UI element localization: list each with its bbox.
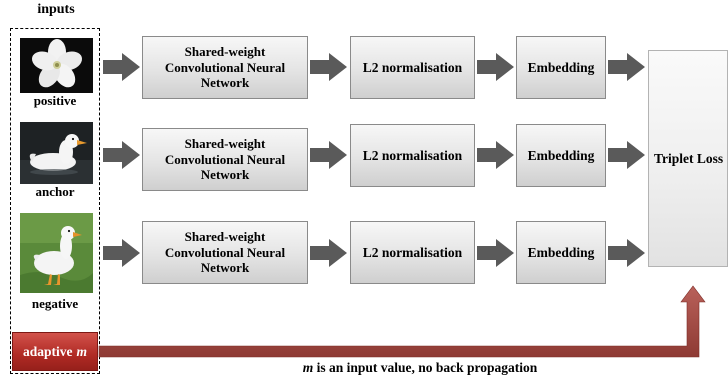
cnn-box-anchor: Shared-weight Convolutional Neural Netwo… <box>142 128 308 191</box>
anchor-image <box>20 122 93 184</box>
margin-note-variable: m <box>302 360 314 375</box>
l2-norm-box-negative: L2 normalisation <box>350 221 475 284</box>
margin-arrow-icon <box>98 285 706 358</box>
cnn-line-3: Network <box>200 167 250 183</box>
cnn-line-1: Shared-weight <box>184 229 266 245</box>
anchor-label: anchor <box>35 184 75 199</box>
l2-norm-label: L2 normalisation <box>362 244 463 260</box>
cnn-box-positive: Shared-weight Convolutional Neural Netwo… <box>142 36 308 99</box>
negative-label: negative <box>31 296 79 311</box>
inputs-group-frame <box>10 28 100 374</box>
cnn-line-3: Network <box>200 75 250 91</box>
negative-image <box>20 213 93 293</box>
arrow-right-icon <box>310 239 347 267</box>
arrow-right-icon <box>103 239 140 267</box>
arrow-right-icon <box>310 53 347 81</box>
margin-note-text: is an input value, no back propagation <box>316 360 538 375</box>
cnn-line-2: Convolutional Neural <box>164 244 286 260</box>
inputs-title: inputs <box>37 2 75 17</box>
flower-photo-icon <box>20 38 93 93</box>
positive-image <box>20 38 93 93</box>
cnn-line-1: Shared-weight <box>184 136 266 152</box>
arrow-right-icon <box>310 141 347 169</box>
positive-label: positive <box>33 93 77 108</box>
adaptive-margin-input[interactable]: adaptive m <box>12 332 98 371</box>
embedding-label: Embedding <box>527 59 595 75</box>
duck-on-grass-photo-icon <box>20 213 93 293</box>
cnn-box-negative: Shared-weight Convolutional Neural Netwo… <box>142 221 308 284</box>
cnn-line-3: Network <box>200 260 250 276</box>
arrow-right-icon <box>608 239 645 267</box>
arrow-right-icon <box>103 141 140 169</box>
duck-on-water-photo-icon <box>20 122 93 184</box>
embedding-box-negative: Embedding <box>516 221 606 284</box>
arrow-right-icon <box>477 141 514 169</box>
embedding-label: Embedding <box>527 147 595 163</box>
arrow-right-icon <box>608 141 645 169</box>
cnn-line-1: Shared-weight <box>184 44 266 60</box>
l2-norm-label: L2 normalisation <box>362 147 463 163</box>
l2-norm-box-positive: L2 normalisation <box>350 36 475 99</box>
adaptive-label: adaptive <box>22 343 73 359</box>
l2-norm-label: L2 normalisation <box>362 59 463 75</box>
embedding-label: Embedding <box>527 244 595 260</box>
arrow-right-icon <box>477 239 514 267</box>
arrow-right-icon <box>103 53 140 81</box>
margin-note: m is an input value, no back propagation <box>200 360 640 376</box>
embedding-box-anchor: Embedding <box>516 124 606 187</box>
embedding-box-positive: Embedding <box>516 36 606 99</box>
triplet-loss-box: Triplet Loss <box>648 50 728 267</box>
margin-variable: m <box>76 343 88 359</box>
arrow-right-icon <box>477 53 514 81</box>
triplet-loss-label: Triplet Loss <box>654 150 724 166</box>
cnn-line-2: Convolutional Neural <box>164 151 286 167</box>
cnn-line-2: Convolutional Neural <box>164 59 286 75</box>
l2-norm-box-anchor: L2 normalisation <box>350 124 475 187</box>
arrow-right-icon <box>608 53 645 81</box>
